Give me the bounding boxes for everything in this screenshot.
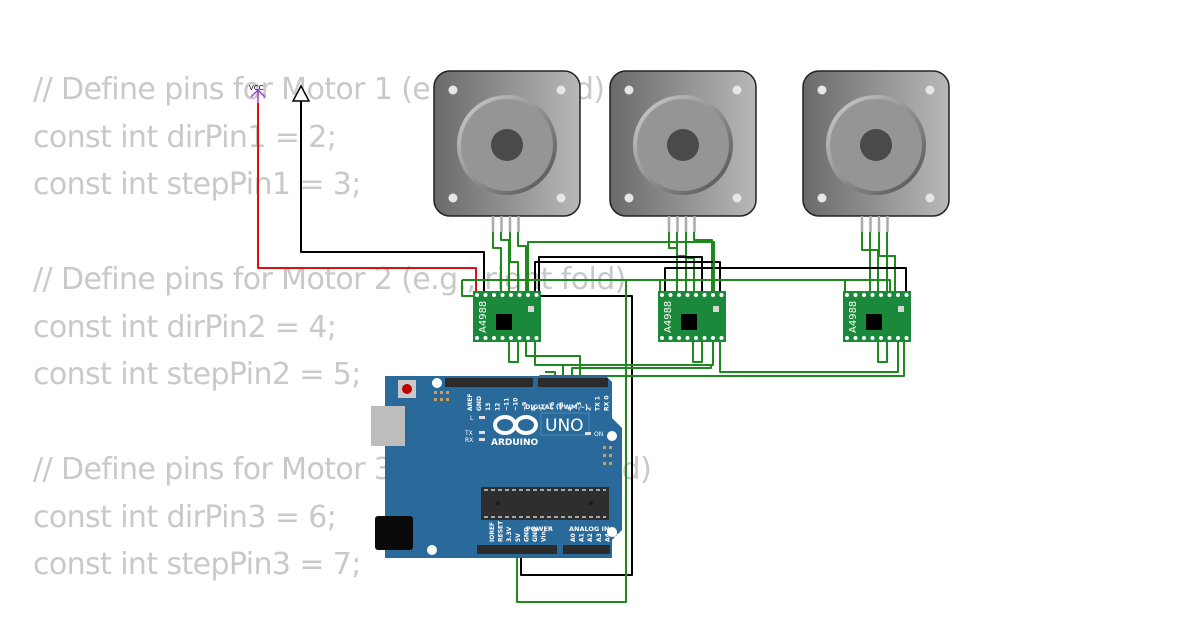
arduino-logo-icon bbox=[493, 415, 538, 435]
svg-text:−: − bbox=[500, 419, 509, 432]
a4988-driver[interactable]: A4988 bbox=[473, 291, 541, 342]
arduino-uno-board[interactable]: − + UNO ARDUINO DIGITAL (PWM ~) POWER AN… bbox=[371, 376, 622, 558]
led-on-label: ON bbox=[594, 431, 603, 438]
digital-header-label: DIGITAL (PWM ~) bbox=[525, 403, 588, 411]
power-jack bbox=[375, 516, 413, 550]
wire[interactable] bbox=[693, 232, 713, 293]
led-l-label: L bbox=[470, 415, 474, 422]
pin-label: GND bbox=[523, 527, 530, 542]
pin-label: GND bbox=[532, 527, 539, 542]
pin-label: IOREF bbox=[489, 522, 496, 542]
pin-label: ~11 bbox=[503, 398, 510, 411]
atmega-chip bbox=[481, 487, 609, 520]
wire[interactable] bbox=[878, 232, 888, 293]
wire[interactable] bbox=[534, 261, 721, 293]
ground-symbol[interactable] bbox=[291, 84, 311, 102]
pin-label: GND bbox=[476, 396, 483, 411]
stepper-motor[interactable] bbox=[433, 70, 581, 232]
code-line: const int dirPin2 = 4; bbox=[33, 309, 337, 345]
digital-header-left[interactable] bbox=[445, 378, 533, 387]
wire[interactable] bbox=[509, 232, 519, 293]
a4988-driver[interactable]: A4988 bbox=[658, 291, 726, 342]
wire[interactable] bbox=[571, 365, 712, 380]
wire[interactable] bbox=[500, 232, 510, 293]
pin-label: 2 bbox=[585, 407, 592, 411]
pin-label: A3 bbox=[596, 533, 603, 542]
pin-label: A1 bbox=[579, 533, 586, 542]
wire[interactable] bbox=[539, 338, 905, 380]
board-brand: ARDUINO bbox=[491, 438, 539, 448]
code-line: const int stepPin1 = 3; bbox=[33, 167, 361, 202]
wire[interactable] bbox=[692, 338, 703, 363]
pin-label: 3.3V bbox=[506, 526, 513, 542]
wire[interactable] bbox=[300, 101, 485, 293]
svg-text:+: + bbox=[521, 419, 530, 432]
power-header-label: POWER bbox=[526, 525, 553, 533]
led-rx-label: RX bbox=[465, 437, 473, 444]
vcc-label: VCC bbox=[249, 84, 264, 92]
pin-label: 12 bbox=[494, 403, 501, 411]
pin-label: 8 bbox=[531, 407, 538, 411]
code-line: const int dirPin1 = 2; bbox=[33, 119, 337, 155]
wire[interactable] bbox=[527, 241, 715, 293]
wire[interactable] bbox=[461, 280, 474, 297]
pin-label: ~9 bbox=[522, 402, 529, 411]
wire[interactable] bbox=[668, 232, 678, 293]
wire[interactable] bbox=[886, 232, 896, 293]
code-line: const int dirPin3 = 6; bbox=[33, 499, 337, 535]
wire[interactable] bbox=[462, 279, 891, 293]
pin-label: A0 bbox=[570, 533, 577, 542]
wire[interactable] bbox=[869, 232, 879, 293]
wire[interactable] bbox=[516, 280, 627, 603]
wire[interactable] bbox=[534, 338, 714, 366]
usb-port bbox=[371, 406, 405, 446]
analog-header[interactable] bbox=[563, 545, 610, 554]
stepper-motor[interactable] bbox=[609, 70, 757, 232]
a4988-driver[interactable]: A4988 bbox=[843, 291, 911, 342]
code-line: const int stepPin3 = 7; bbox=[33, 547, 361, 582]
pin-label: RX 0 bbox=[604, 395, 611, 411]
pin-label: ~3 bbox=[576, 402, 583, 411]
pin-label: Vin bbox=[541, 531, 548, 542]
wire[interactable] bbox=[492, 232, 502, 293]
pin-label: 5V bbox=[515, 533, 522, 542]
pin-label: ~10 bbox=[513, 398, 520, 411]
code-line: const int stepPin2 = 5; bbox=[33, 357, 361, 392]
pin-label: 13 bbox=[485, 403, 492, 411]
digital-header-right[interactable] bbox=[538, 378, 608, 387]
pin-label: ~6 bbox=[549, 402, 556, 411]
analog-header-label: ANALOG IN bbox=[569, 525, 609, 533]
pin-label: 7 bbox=[540, 407, 547, 411]
pin-label: A5 bbox=[613, 533, 620, 542]
wire[interactable] bbox=[861, 232, 871, 293]
driver-label: A4988 bbox=[663, 301, 674, 333]
wire[interactable] bbox=[517, 232, 527, 293]
vcc-symbol[interactable]: VCC bbox=[249, 84, 266, 103]
stepper-motor[interactable] bbox=[802, 70, 950, 232]
wire[interactable] bbox=[520, 295, 633, 576]
pin-label: TX 1 bbox=[594, 396, 601, 411]
wire[interactable] bbox=[538, 256, 703, 293]
driver-label: A4988 bbox=[478, 301, 489, 333]
pin-label: AREF bbox=[467, 394, 474, 411]
power-header[interactable] bbox=[477, 545, 557, 554]
wire[interactable] bbox=[719, 338, 899, 373]
pin-label: A4 bbox=[604, 533, 611, 542]
pin-label: ~5 bbox=[558, 402, 565, 411]
pin-label: 4 bbox=[567, 407, 574, 411]
wire[interactable] bbox=[508, 338, 519, 363]
wire[interactable] bbox=[877, 338, 888, 363]
board-model: UNO bbox=[545, 416, 584, 436]
led-tx-label: TX bbox=[464, 430, 473, 437]
driver-label: A4988 bbox=[848, 301, 859, 333]
pin-label: A2 bbox=[587, 533, 594, 542]
pin-label: RESET bbox=[498, 520, 505, 542]
